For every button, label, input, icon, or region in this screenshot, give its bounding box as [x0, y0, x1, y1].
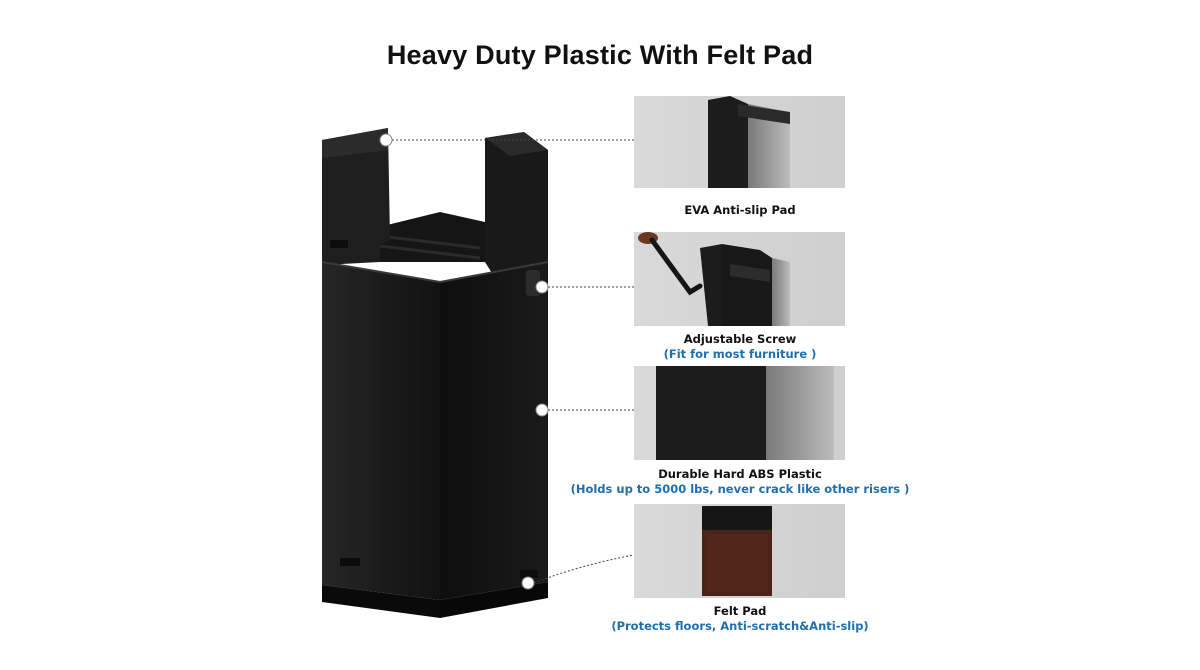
allen-key — [649, 237, 703, 296]
bed-riser-product — [321, 128, 549, 618]
feature-caption-screw: Adjustable Screw (Fit for most furniture… — [540, 332, 940, 362]
feature-sublabel: (Protects floors, Anti-scratch&Anti-slip… — [611, 619, 869, 633]
callout-dot-felt — [521, 576, 535, 590]
feature-label: Durable Hard ABS Plastic — [658, 467, 822, 481]
leader-line-felt — [533, 554, 635, 584]
feature-caption-felt: Felt Pad (Protects floors, Anti-scratch&… — [540, 604, 940, 634]
callout-dot-abs — [535, 403, 549, 417]
callout-dot-eva-pad — [379, 133, 393, 147]
feature-sublabel: (Fit for most furniture ) — [663, 347, 817, 361]
feature-caption-eva: EVA Anti-slip Pad — [540, 203, 940, 218]
feature-label: Adjustable Screw — [683, 332, 797, 346]
detail-panel-eva-pad — [634, 96, 845, 188]
callout-markers — [379, 133, 549, 590]
feature-label: Felt Pad — [713, 604, 767, 618]
detail-panel-abs — [634, 366, 845, 460]
callout-dot-screw — [535, 280, 549, 294]
detail-panel-felt — [634, 504, 845, 598]
feature-label: EVA Anti-slip Pad — [684, 203, 796, 217]
page-title: Heavy Duty Plastic With Felt Pad — [386, 40, 814, 70]
detail-panel-screw — [634, 232, 845, 326]
feature-caption-abs: Durable Hard ABS Plastic (Holds up to 50… — [490, 467, 990, 497]
feature-sublabel: (Holds up to 5000 lbs, never crack like … — [570, 482, 910, 496]
callout-lines — [392, 139, 635, 584]
